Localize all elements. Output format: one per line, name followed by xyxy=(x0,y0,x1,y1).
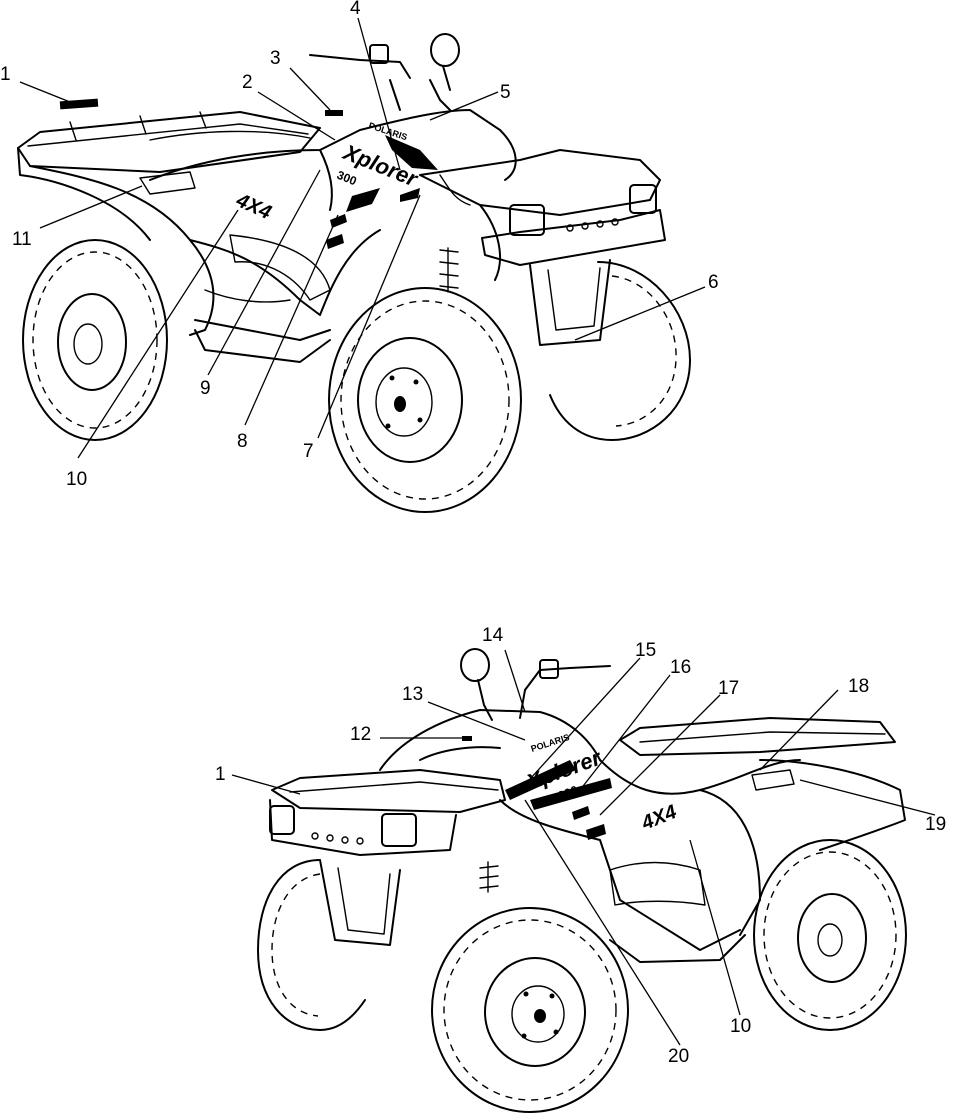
top-callout-9: 9 xyxy=(200,378,211,399)
bottom-warning-decal-b xyxy=(586,824,606,840)
top-front-left-wheel xyxy=(328,287,522,513)
bottom-callout-15: 15 xyxy=(635,640,656,661)
top-4x4-badge: 4X4 xyxy=(232,189,274,224)
bottom-warning-decal-a xyxy=(572,806,590,820)
top-seat-decal xyxy=(325,110,343,116)
bottom-callout-18: 18 xyxy=(848,676,869,697)
top-callout-1: 1 xyxy=(0,64,11,85)
top-callouts: 1 2 3 4 5 6 7 8 9 10 11 xyxy=(0,0,719,490)
bottom-callout-14: 14 xyxy=(482,625,504,646)
top-callout-8: 8 xyxy=(237,431,248,452)
top-model-number: 300 xyxy=(335,168,359,189)
bottom-callouts: 14 15 16 13 17 18 12 1 19 20 10 xyxy=(215,625,946,1067)
top-callout-10: 10 xyxy=(66,469,87,490)
bottom-atv-view: POLARIS Xplorer 300 4X4 xyxy=(215,625,946,1113)
top-callout-5: 5 xyxy=(500,82,511,103)
bottom-callout-20: 20 xyxy=(668,1046,689,1067)
top-front-right-wheel xyxy=(549,261,691,441)
bottom-callout-12: 12 xyxy=(350,724,371,745)
bottom-tank-stripe xyxy=(505,760,576,800)
bottom-callout-13: 13 xyxy=(402,684,423,705)
bottom-decals: POLARIS Xplorer 300 4X4 xyxy=(462,732,795,893)
bottom-callout-17: 17 xyxy=(718,678,739,699)
bottom-front-left-wheel xyxy=(431,907,629,1113)
bottom-body xyxy=(269,648,906,963)
top-callout-6: 6 xyxy=(708,272,719,293)
top-atv-view: POLARIS Xplorer 300 4X4 xyxy=(0,0,719,513)
top-callout-2: 2 xyxy=(242,72,253,93)
top-warning-decal-b xyxy=(326,234,344,249)
bottom-callout-10: 10 xyxy=(730,1016,751,1037)
top-tank-stripe xyxy=(385,135,438,170)
bottom-fender-decal xyxy=(751,769,795,791)
bottom-callout-16: 16 xyxy=(670,657,691,678)
bottom-callout-1: 1 xyxy=(215,764,226,785)
top-fender-decal xyxy=(139,171,196,195)
top-callout-4: 4 xyxy=(350,0,361,19)
bottom-leader-lines xyxy=(231,649,936,1046)
top-rear-left-wheel xyxy=(22,239,168,441)
bottom-side-stripe xyxy=(530,778,612,810)
bottom-callout-19: 19 xyxy=(925,814,946,835)
top-callout-3: 3 xyxy=(270,48,281,69)
bottom-polaris-logo: POLARIS xyxy=(530,732,571,754)
top-callout-7: 7 xyxy=(303,441,314,462)
top-leader-lines xyxy=(19,17,706,459)
bottom-front-right-wheel xyxy=(257,859,366,1031)
bottom-4x4-badge: 4X4 xyxy=(638,801,680,835)
top-body xyxy=(17,33,666,363)
bottom-rear-right-wheel xyxy=(753,839,907,1031)
top-hood-decal xyxy=(400,188,420,202)
top-callout-11: 11 xyxy=(12,229,32,250)
